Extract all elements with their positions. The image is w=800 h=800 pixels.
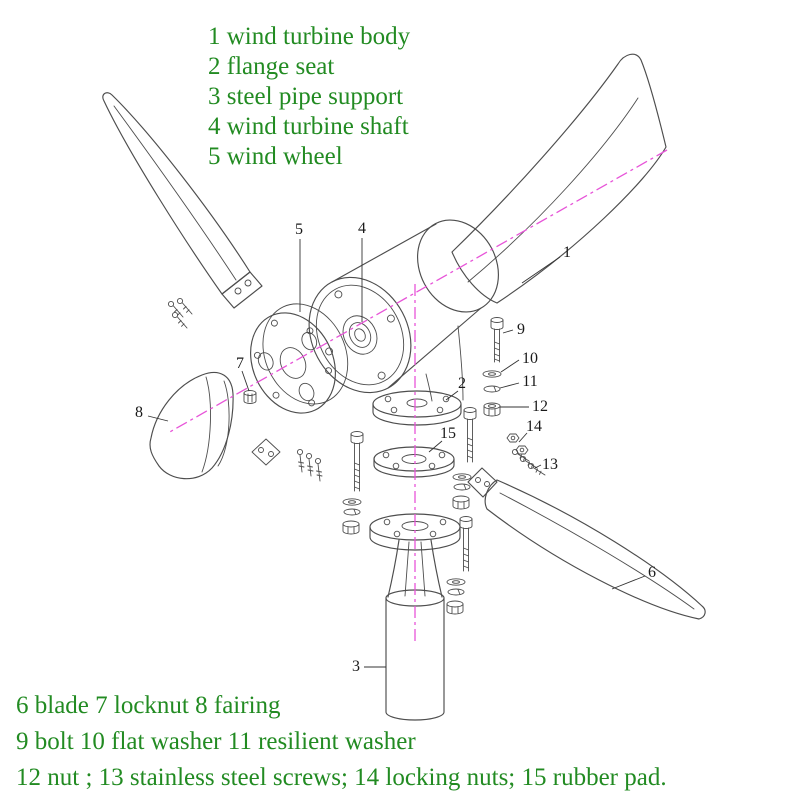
centerlines <box>167 149 668 645</box>
legend-item-2: 2 flange seat <box>208 53 335 80</box>
legend-item-4: 4 wind turbine shaft <box>208 113 409 140</box>
callout-1: 1 <box>563 244 571 261</box>
callout-2: 2 <box>458 375 466 392</box>
callout-9: 9 <box>517 321 525 338</box>
callouts: 1 2 3 4 5 6 7 8 9 10 11 12 13 14 15 <box>135 220 656 675</box>
part-flange-seat <box>372 390 462 426</box>
part-bolts <box>350 317 504 572</box>
callout-5: 5 <box>295 221 303 238</box>
part-screws-13 <box>511 448 546 476</box>
part-locknut <box>243 390 257 404</box>
callout-4: 4 <box>358 220 366 237</box>
part-small-plate <box>251 438 323 482</box>
callout-7: 7 <box>236 355 244 372</box>
legend-line-3: 12 nut ; 13 stainless steel screws; 14 l… <box>16 764 667 791</box>
callout-11: 11 <box>522 373 537 390</box>
leader-lines <box>147 238 646 668</box>
callout-8: 8 <box>135 404 143 421</box>
legend-item-3: 3 steel pipe support <box>208 83 404 110</box>
callout-12: 12 <box>532 398 548 415</box>
legend-line-2: 9 bolt 10 flat washer 11 resilient washe… <box>16 728 416 755</box>
part-washers-nuts <box>342 370 529 615</box>
part-fairing <box>149 371 234 480</box>
callout-13: 13 <box>542 456 558 473</box>
legend-top: 1 wind turbine body 2 flange seat 3 stee… <box>208 22 410 172</box>
legend-bottom: 6 blade 7 locknut 8 fairing 9 bolt 10 fl… <box>16 688 667 796</box>
part-turbine-body <box>308 219 499 402</box>
legend-item-1: 1 wind turbine body <box>208 23 411 50</box>
legend-line-1: 6 blade 7 locknut 8 fairing <box>16 692 281 719</box>
callout-10: 10 <box>522 350 538 367</box>
callout-6: 6 <box>648 564 656 581</box>
part-blade-upper <box>102 92 263 309</box>
callout-15: 15 <box>440 425 456 442</box>
part-blade-lower <box>467 467 706 620</box>
part-rubber-pad <box>373 446 455 478</box>
callout-3: 3 <box>352 658 360 675</box>
legend-item-5: 5 wind wheel <box>208 143 343 170</box>
callout-14: 14 <box>526 418 542 435</box>
part-screws-upper <box>167 297 193 329</box>
part-blade-main <box>451 53 667 304</box>
